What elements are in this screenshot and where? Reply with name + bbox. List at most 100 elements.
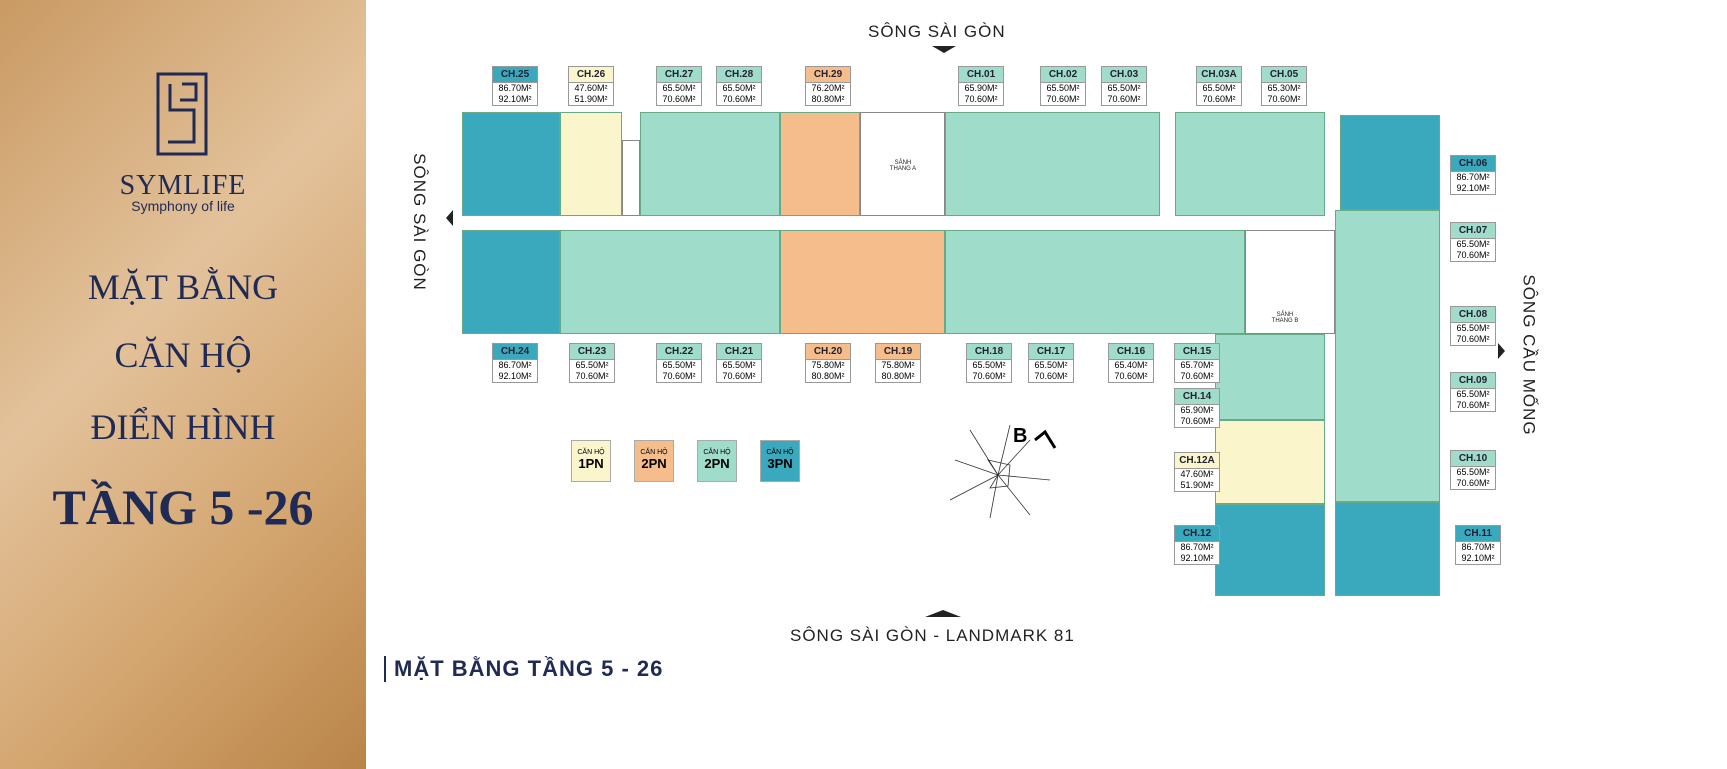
unit-id: CH.22 — [657, 344, 701, 360]
unit-block-ch03a-05 — [1175, 112, 1325, 216]
unit-id: CH.02 — [1041, 67, 1085, 83]
legend-small: CĂN HỘ — [577, 449, 605, 456]
unit-id: CH.09 — [1451, 373, 1495, 389]
direction-bottom: SÔNG SÀI GÒN - LANDMARK 81 — [790, 626, 1075, 645]
unit-area-1: 65.70M² — [1180, 360, 1214, 370]
unit-area-1: 75.80M² — [881, 360, 915, 370]
unit-area-2: 70.60M² — [1107, 94, 1141, 104]
unit-area-1: 65.30M² — [1267, 83, 1301, 93]
compass-icon — [950, 424, 1057, 519]
unit-area-2: 70.60M² — [722, 94, 756, 104]
unit-id: CH.12A — [1175, 453, 1219, 469]
unit-area-1: 65.50M² — [1456, 239, 1490, 249]
unit-id: CH.24 — [493, 344, 537, 360]
unit-area-1: 65.40M² — [1114, 360, 1148, 370]
unit-id: CH.01 — [959, 67, 1003, 83]
unit-area-1: 86.70M² — [1456, 172, 1490, 182]
unit-area-1: 65.50M² — [1107, 83, 1141, 93]
core-b-label: SẢNH THANG B — [1271, 312, 1299, 324]
unit-id: CH.08 — [1451, 307, 1495, 323]
footer-title: MẶT BẰNG TẦNG 5 - 26 — [384, 656, 663, 682]
unit-area-1: 86.70M² — [1461, 542, 1495, 552]
unit-area-1: 86.70M² — [498, 83, 532, 93]
unit-id: CH.20 — [806, 344, 850, 360]
unit-id: CH.26 — [569, 67, 613, 83]
unit-id: CH.25 — [493, 67, 537, 83]
unit-block-ch25 — [462, 112, 560, 216]
unit-area-1: 76.20M² — [811, 83, 845, 93]
unit-area-2: 92.10M² — [1456, 183, 1490, 193]
unit-id: CH.14 — [1175, 389, 1219, 405]
unit-area-2: 70.60M² — [1456, 400, 1490, 410]
unit-area-2: 70.60M² — [1456, 478, 1490, 488]
legend-type: 3PN — [767, 456, 793, 471]
unit-area-1: 86.70M² — [1180, 542, 1214, 552]
unit-area-1: 65.90M² — [1180, 405, 1214, 415]
core-a — [860, 112, 945, 216]
unit-area-1: 47.60M² — [1180, 469, 1214, 479]
unit-id: CH.15 — [1175, 344, 1219, 360]
legend-type: 1PN — [578, 456, 604, 471]
unit-area-1: 65.50M² — [722, 360, 756, 370]
unit-id: CH.12 — [1175, 526, 1219, 542]
unit-area-1: 65.50M² — [1456, 323, 1490, 333]
direction-right: SÔNG CẦU MỐNG — [1519, 274, 1539, 436]
unit-id: CH.05 — [1262, 67, 1306, 83]
unit-id: CH.03A — [1197, 67, 1241, 83]
unit-area-2: 70.60M² — [1180, 416, 1214, 426]
unit-area-1: 65.50M² — [1202, 83, 1236, 93]
unit-area-2: 92.10M² — [498, 94, 532, 104]
unit-block-ch15-18 — [945, 230, 1245, 334]
unit-area-1: 65.50M² — [1456, 467, 1490, 477]
title-line-2: CĂN HỘ — [114, 335, 252, 375]
stair-core — [622, 140, 640, 216]
unit-area-2: 51.90M² — [1180, 480, 1214, 490]
unit-block-ch27-28 — [640, 112, 780, 216]
unit-area-2: 70.60M² — [1034, 371, 1068, 381]
legend-small: CĂN HỘ — [640, 449, 668, 456]
unit-block-ch26 — [560, 112, 622, 216]
unit-block-ch11 — [1335, 502, 1440, 596]
arrow-bottom-icon — [925, 610, 961, 617]
unit-area-2: 70.60M² — [1114, 371, 1148, 381]
unit-id: CH.21 — [717, 344, 761, 360]
unit-area-2: 70.60M² — [964, 94, 998, 104]
unit-area-2: 70.60M² — [662, 94, 696, 104]
unit-area-1: 65.50M² — [575, 360, 609, 370]
arrow-top-icon — [932, 46, 956, 53]
unit-area-2: 92.10M² — [1461, 553, 1495, 563]
unit-id: CH.19 — [876, 344, 920, 360]
unit-id: CH.23 — [570, 344, 614, 360]
symlife-logo-icon — [156, 72, 208, 156]
unit-area-2: 80.80M² — [811, 371, 845, 381]
unit-area-2: 80.80M² — [881, 371, 915, 381]
unit-id: CH.07 — [1451, 223, 1495, 239]
unit-block-ch21-23 — [560, 230, 780, 334]
unit-area-2: 70.60M² — [662, 371, 696, 381]
unit-area-1: 65.50M² — [1034, 360, 1068, 370]
unit-block-ch01-03 — [945, 112, 1160, 216]
